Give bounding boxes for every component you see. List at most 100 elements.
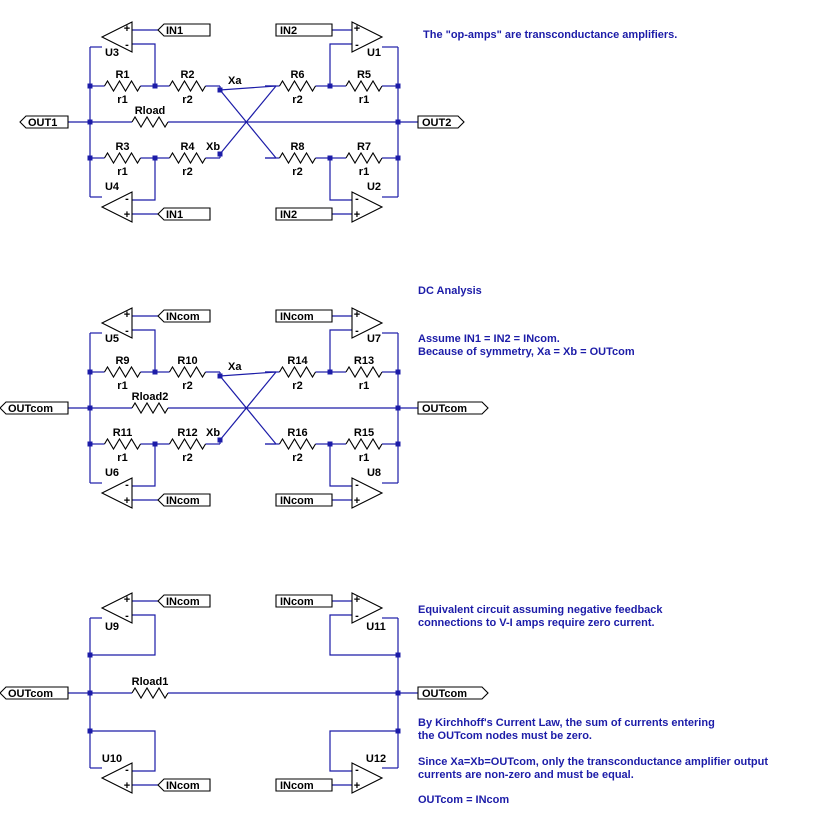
- resistor-name: Rload2: [132, 391, 169, 403]
- junction-dot: [217, 87, 223, 93]
- resistor-name: R3: [115, 141, 129, 153]
- resistor: [104, 151, 141, 165]
- amp-label: U12: [366, 753, 386, 765]
- note-equiv-1: Equivalent circuit assuming negative fee…: [418, 604, 663, 616]
- junction-dot: [395, 652, 401, 658]
- amp-pin-sign: +: [124, 23, 130, 35]
- amp-pin-sign: -: [125, 764, 129, 776]
- resistor: [345, 365, 383, 379]
- amplifier-U2: [351, 191, 384, 223]
- junction-dot: [395, 119, 401, 125]
- junction-dot: [217, 437, 223, 443]
- junction-dot: [395, 728, 401, 734]
- amp-pin-sign: -: [355, 39, 359, 51]
- resistor-value: r2: [182, 380, 192, 392]
- resistor-value: r2: [292, 166, 302, 178]
- net-flag-label: INcom: [280, 495, 314, 507]
- resistor: [169, 151, 206, 165]
- resistor: [279, 151, 316, 165]
- node-label-xb: Xb: [206, 427, 220, 439]
- wire: [329, 43, 352, 86]
- amplifier-U7: [351, 307, 384, 339]
- net-flag-label: INcom: [280, 596, 314, 608]
- resistor: [131, 115, 169, 129]
- wire: [132, 444, 156, 487]
- amp-pin-sign: -: [125, 193, 129, 205]
- note-assume-2: Because of symmetry, Xa = Xb = OUTcom: [418, 346, 635, 358]
- amplifier-U10: [100, 762, 133, 794]
- resistor-value: r1: [359, 380, 369, 392]
- amp-label: U4: [105, 181, 120, 193]
- junction-dot: [327, 83, 333, 89]
- resistor-value: r2: [292, 452, 302, 464]
- net-flag-label: OUTcom: [422, 403, 467, 415]
- resistor: [104, 365, 141, 379]
- input-flag: [275, 594, 333, 608]
- resistor-name: R9: [115, 355, 129, 367]
- wire: [219, 85, 277, 155]
- resistor: [279, 79, 316, 93]
- node-label-xa: Xa: [228, 361, 242, 373]
- input-flag-IN2: [275, 207, 333, 221]
- junction-dot: [395, 369, 401, 375]
- net-flag-label: INcom: [166, 495, 200, 507]
- note-since-2: currents are non-zero and must be equal.: [418, 769, 634, 781]
- labels: The "op-amps" are transconductance ampli…: [8, 23, 768, 806]
- resistor: [169, 437, 206, 451]
- junction-dot: [327, 155, 333, 161]
- junction-dot: [152, 83, 158, 89]
- resistor-name: Rload: [135, 105, 166, 117]
- resistor-name: R13: [354, 355, 374, 367]
- wire: [219, 89, 277, 159]
- resistor-value: r2: [182, 166, 192, 178]
- junction-dot: [395, 155, 401, 161]
- amp-pin-sign: -: [125, 39, 129, 51]
- resistor-value: r1: [359, 166, 369, 178]
- amp-pin-sign: -: [355, 610, 359, 622]
- resistor: [345, 437, 383, 451]
- junction-dot: [152, 369, 158, 375]
- junction-dot: [395, 83, 401, 89]
- amp-pin-sign: +: [124, 309, 130, 321]
- amp-pin-sign: -: [125, 325, 129, 337]
- wire: [219, 371, 277, 441]
- resistor-name: R8: [290, 141, 304, 153]
- amplifier-U5: [100, 307, 133, 339]
- amp-label: U10: [102, 753, 122, 765]
- amp-pin-sign: +: [354, 495, 360, 507]
- resistor-value: r1: [359, 94, 369, 106]
- amplifier-U3: [100, 21, 133, 53]
- junction-dot: [87, 369, 93, 375]
- net-flag-label: IN1: [166, 209, 183, 221]
- junction-dot: [395, 405, 401, 411]
- amp-pin-sign: -: [355, 325, 359, 337]
- input-flag-INcom: [157, 493, 211, 507]
- amp-pin-sign: +: [124, 209, 130, 221]
- net-flag-label: OUTcom: [8, 403, 53, 415]
- resistor: [104, 79, 141, 93]
- amplifier-U6: [100, 477, 133, 509]
- input-flag-INcom: [275, 309, 333, 323]
- junction-dot: [152, 155, 158, 161]
- wire: [329, 444, 352, 487]
- amp-pin-sign: +: [354, 309, 360, 321]
- junction-dot: [87, 728, 93, 734]
- amp-pin-sign: +: [354, 780, 360, 792]
- resistor-name: R10: [177, 355, 197, 367]
- resistor-value: r1: [359, 452, 369, 464]
- amp-pin-sign: +: [124, 780, 130, 792]
- resistor-value: r2: [182, 94, 192, 106]
- amplifier-U1: [351, 21, 384, 53]
- amplifier-U11: [351, 592, 384, 624]
- resistor: [345, 151, 383, 165]
- amp-pin-sign: +: [354, 594, 360, 606]
- junction-dot: [327, 369, 333, 375]
- junction-dot: [152, 441, 158, 447]
- resistor-name: R12: [177, 427, 197, 439]
- junction-dot: [87, 652, 93, 658]
- output-flag-left: [19, 115, 69, 129]
- amp-label: U6: [105, 467, 119, 479]
- output-flag-right: [417, 401, 489, 415]
- amplifier-U8: [351, 477, 384, 509]
